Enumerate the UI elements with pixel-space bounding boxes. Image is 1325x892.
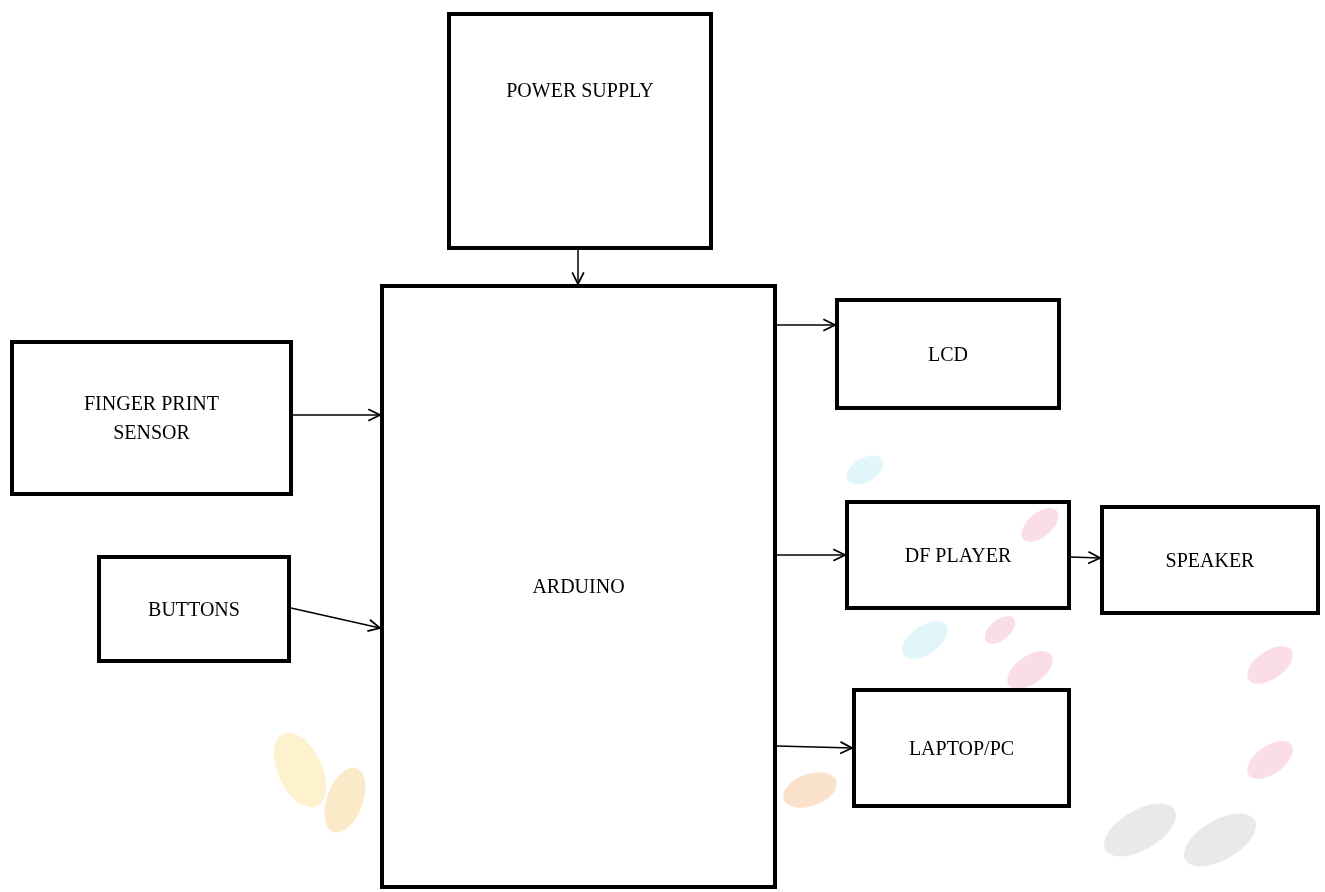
signal-arrow	[293, 414, 380, 416]
block-box: DF PLAYER	[845, 500, 1071, 610]
block-label: SPEAKER	[1166, 546, 1255, 575]
block-box: BUTTONS	[97, 555, 291, 663]
block-box: ARDUINO	[380, 284, 777, 889]
block-label: LCD	[928, 340, 968, 369]
watermark-leaf	[1095, 793, 1184, 868]
block-label: ARDUINO	[532, 572, 624, 601]
block-box: FINGER PRINT SENSOR	[10, 340, 293, 496]
watermark-leaf	[896, 614, 955, 667]
block-box: LAPTOP/PC	[852, 688, 1071, 808]
signal-arrow	[577, 250, 579, 284]
block-label: DF PLAYER	[905, 541, 1012, 570]
block-box: POWER SUPPLY	[447, 12, 713, 250]
signal-arrow	[1071, 557, 1100, 558]
watermark-leaf	[1241, 639, 1300, 692]
watermark-leaf	[778, 765, 842, 814]
block-label: LAPTOP/PC	[909, 734, 1014, 763]
block-label: FINGER PRINT SENSOR	[67, 389, 237, 447]
signal-arrow	[777, 554, 845, 556]
watermark-leaf	[316, 762, 373, 838]
block-box: LCD	[835, 298, 1061, 410]
watermark-leaf	[842, 450, 889, 491]
block-label: BUTTONS	[148, 595, 240, 624]
block-box: SPEAKER	[1100, 505, 1320, 615]
watermark-leaf	[1175, 803, 1264, 878]
watermark-leaf	[980, 611, 1020, 649]
signal-arrow	[291, 608, 380, 628]
watermark-leaf	[1015, 502, 1064, 549]
watermark-leaf	[1241, 734, 1300, 787]
signal-arrow	[777, 746, 852, 748]
block-label: POWER SUPPLY	[506, 76, 653, 105]
signal-arrow	[777, 324, 835, 326]
